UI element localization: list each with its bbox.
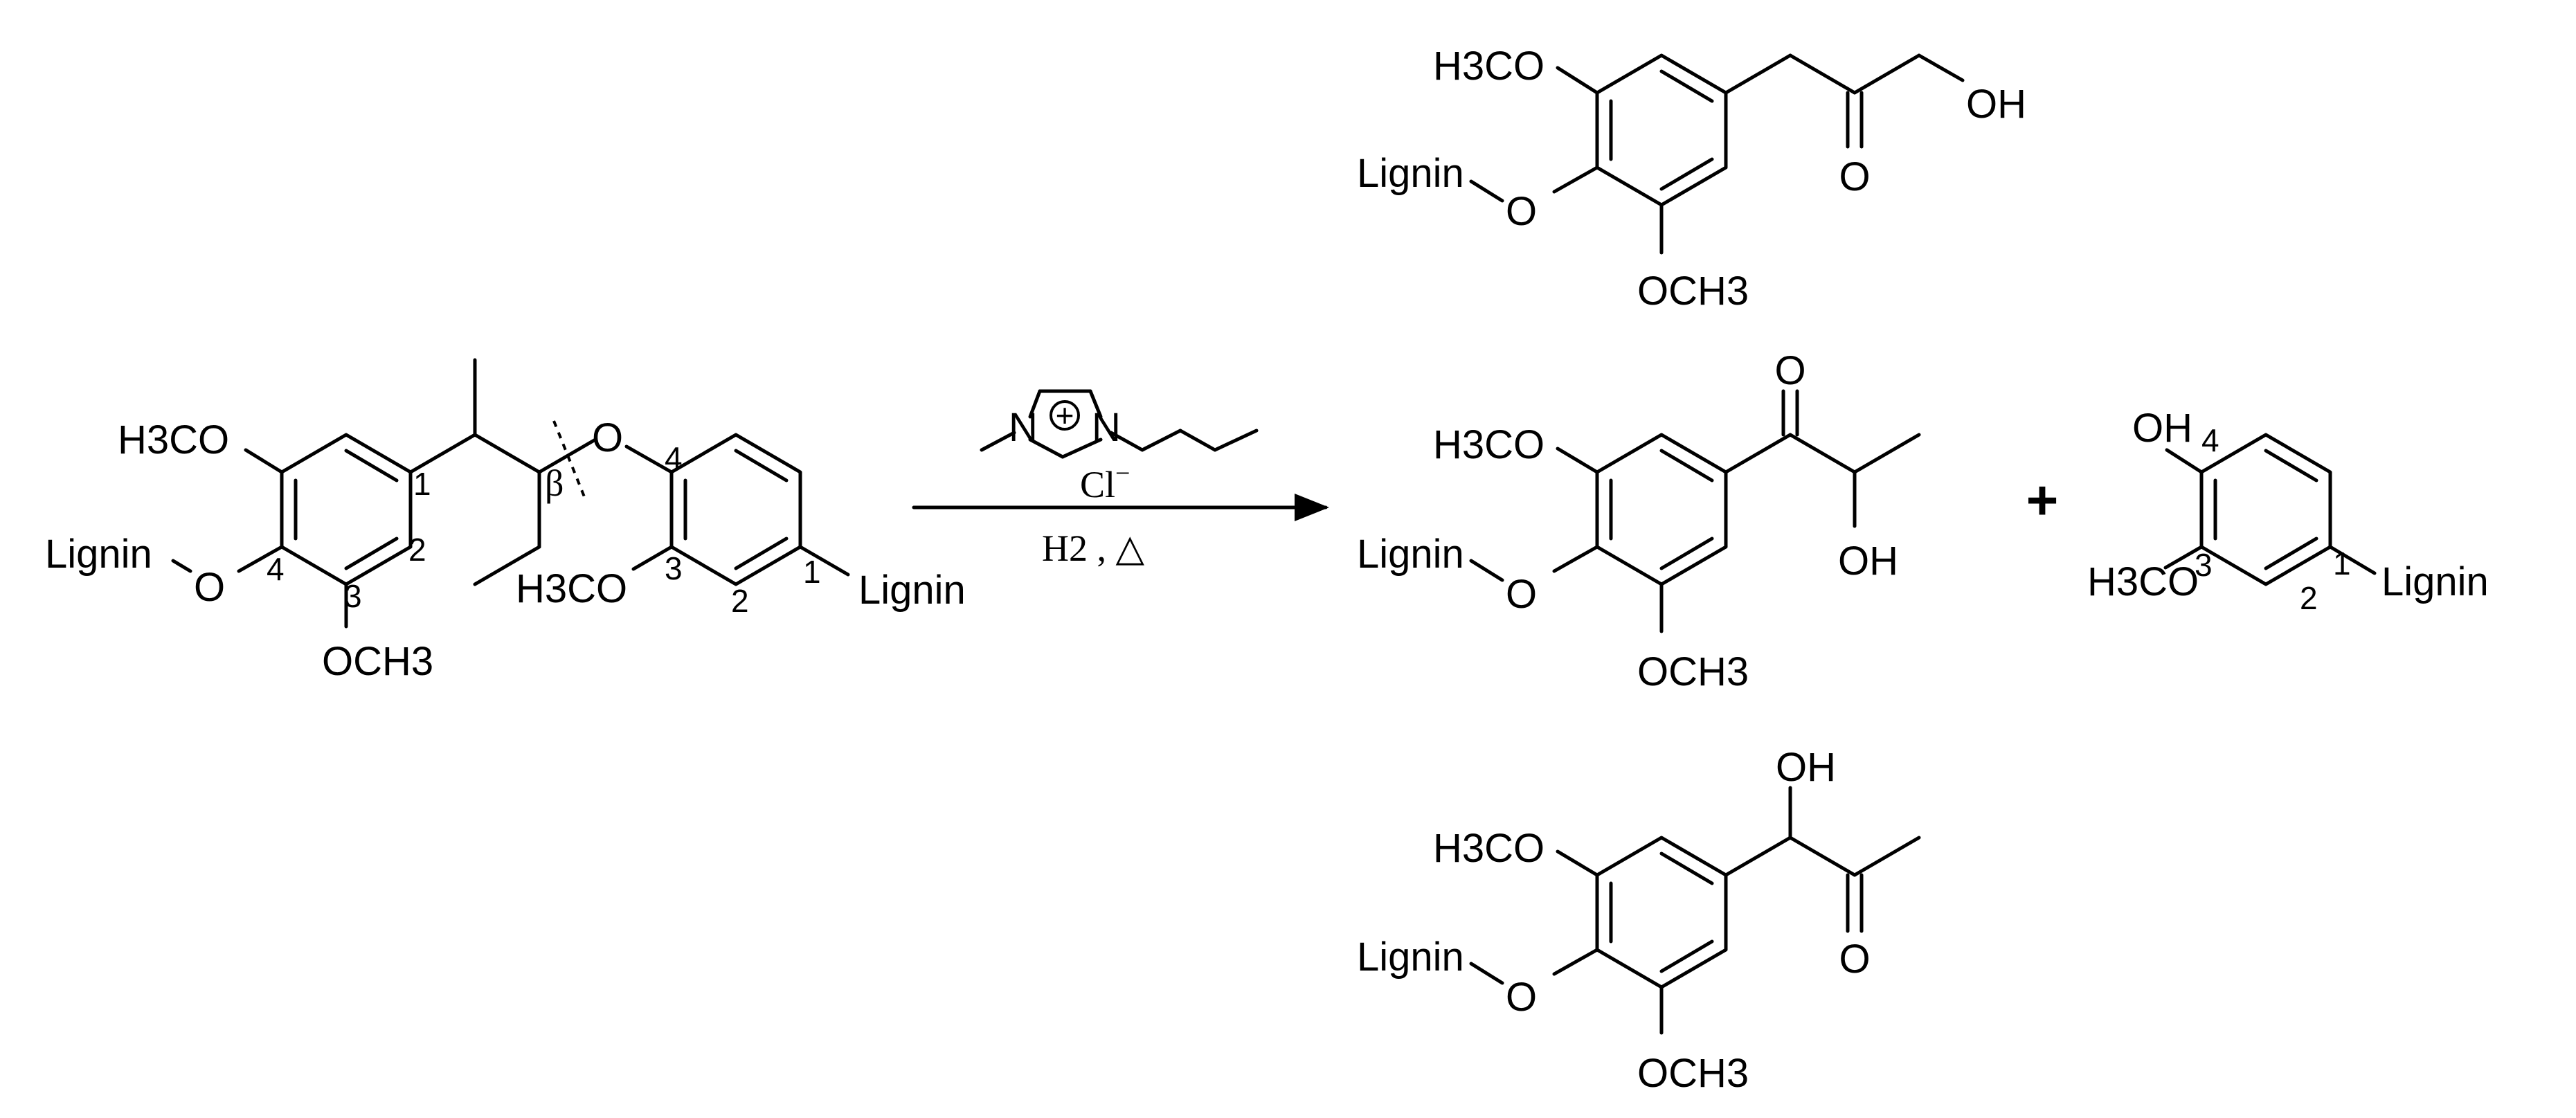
product-top-ether-o: O [1506,189,1537,234]
reactant-right-ring [669,433,802,586]
product-top-methoxy-top: H3CO [1433,44,1544,89]
product-middle-methoxy-bottom: OCH3 [1637,649,1749,694]
product-bottom-methoxy-top: H3CO [1433,826,1544,871]
reactant-pos3-left: 3 [344,578,362,614]
reactant-pos2-right: 2 [731,583,749,619]
product-guaiacol: OH 4 H3CO 3 2 1 Lignin [2087,406,2489,616]
cation-n1: N [1009,405,1038,450]
reactant-ether-o-left: O [194,565,225,610]
product-bottom-hydroxyl: OH [1776,745,1836,790]
product-middle-methoxy-top: H3CO [1433,422,1544,467]
reactant-pos1-left: 1 [413,466,431,502]
product-top-methoxy-bottom: OCH3 [1637,269,1749,314]
product-bottom-methoxy-bottom: OCH3 [1637,1051,1749,1096]
product-bottom: OH H3CO Lignin O OCH3 O [1357,745,1921,1096]
reactant-pos3-right: 3 [665,550,683,586]
product-bottom-ether-o: O [1506,975,1537,1020]
product-middle: O H3CO Lignin O OCH3 OH [1357,348,1921,694]
reactant-pos2-left: 2 [408,532,426,568]
cation-n2: N [1092,405,1121,450]
product-top-carbonyl-o: O [1839,154,1870,199]
guaiacol-hydroxyl: OH [2132,406,2192,451]
reactant-left-ring [280,433,413,586]
product-bottom-carbonyl-o: O [1839,937,1870,982]
reaction-arrow-group: + N N Cl− H2 , △ [912,389,1329,569]
guaiacol-pos1: 1 [2333,546,2351,581]
reactant-ether-o-beta: O [592,415,623,460]
ionic-liquid-cation: + N N [980,389,1259,459]
reactant-pos1-right: 1 [803,554,821,590]
product-middle-carbonyl-o: O [1774,348,1805,393]
reactant-lignin-right: Lignin [858,568,966,613]
guaiacol-methoxy: H3CO [2087,559,2199,604]
guaiacol-pos3: 3 [2195,547,2213,583]
guaiacol-pos2: 2 [2300,580,2318,616]
reactant-methoxy-right: H3CO [516,566,627,611]
cation-charge: + [1056,397,1074,433]
product-bottom-lignin: Lignin [1357,935,1464,980]
reactant-pos4-right: 4 [665,440,683,476]
guaiacol-pos4: 4 [2201,422,2219,458]
product-top-hydroxyl: OH [1966,82,2026,127]
reactant-methoxy-top: H3CO [118,417,229,462]
reaction-conditions: H2 , △ [1042,528,1144,569]
guaiacol-lignin: Lignin [2381,559,2489,604]
reactant-pos4-left: 4 [267,551,285,587]
reactant-molecule: H3CO Lignin O OCH3 1 2 3 4 β O 4 H3CO 3 … [45,358,966,684]
product-middle-ether-o: O [1506,572,1537,617]
plus-sign: + [2026,469,2059,531]
chloride-anion: Cl− [1080,459,1130,505]
product-top-lignin: Lignin [1357,151,1464,196]
product-middle-hydroxyl: OH [1838,539,1898,584]
product-top: H3CO Lignin O OCH3 O OH [1357,44,2026,314]
reactant-beta-label: β [545,462,564,504]
product-middle-lignin: Lignin [1357,532,1464,577]
reactant-lignin-left: Lignin [45,532,152,577]
reactant-methoxy-bottom: OCH3 [322,639,433,684]
